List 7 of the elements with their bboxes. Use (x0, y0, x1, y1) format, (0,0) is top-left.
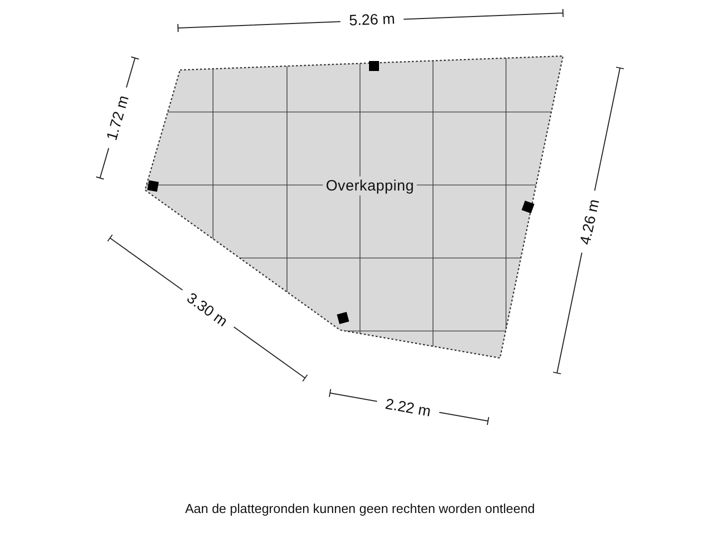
disclaimer-note: Aan de plattegronden kunnen geen rechten worden ontleend (185, 501, 535, 516)
dimension-label: 5.26 m (348, 12, 396, 28)
dimension-label: 1.72 m (104, 94, 132, 142)
dimension-label: 2.22 m (384, 396, 432, 420)
dimension-label: 4.26 m (578, 198, 602, 246)
area-label: Overkapping (322, 176, 418, 196)
dimension-label: 3.30 m (184, 290, 230, 330)
